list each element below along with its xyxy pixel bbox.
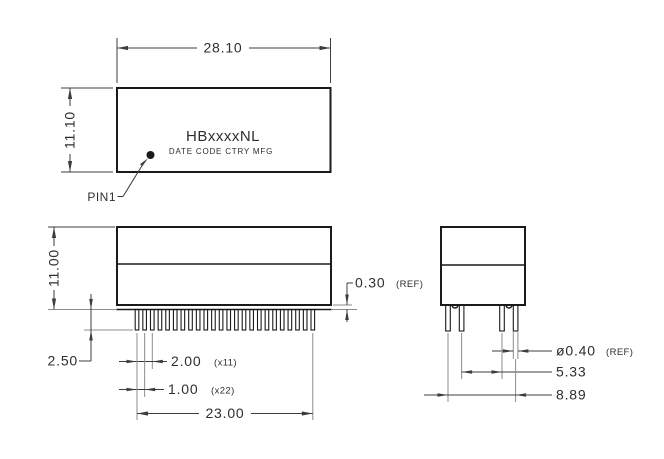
- dim-pitch-1mm: 1.00 (x22): [119, 333, 235, 397]
- dim-pitch-1mm-count: (x22): [211, 386, 235, 397]
- arrowhead: [89, 330, 93, 341]
- pin: [279, 308, 285, 331]
- pin: [157, 308, 163, 331]
- front-view-body-outline: [116, 226, 332, 306]
- pin: [499, 304, 505, 332]
- top-view: HBxxxxNL DATE CODE CTRY MFG PIN1 28.10 1…: [61, 38, 332, 204]
- arrowhead: [67, 161, 73, 172]
- pin: [310, 308, 316, 331]
- dim-top-width: 28.10: [116, 38, 331, 83]
- pin: [512, 304, 519, 332]
- pin1-dot: [146, 151, 155, 159]
- arrowhead: [51, 298, 57, 310]
- dim-standoff-ref: (REF): [396, 279, 423, 290]
- side-view-body-outline: [440, 226, 526, 306]
- side-pin-row: [445, 304, 519, 332]
- arrowhead: [515, 393, 527, 397]
- pin: [188, 308, 193, 331]
- dim-front-height: 11.00: [46, 226, 115, 310]
- pin: [180, 308, 186, 331]
- arrowhead: [345, 294, 349, 305]
- arrowhead: [51, 227, 57, 238]
- arrowhead: [437, 393, 448, 397]
- arrowhead: [67, 88, 73, 99]
- arrowhead: [126, 359, 137, 364]
- dim-front-height-value: 11.00: [46, 249, 62, 287]
- dim-pitch-2mm-count: (x11): [214, 358, 237, 369]
- arrowhead: [117, 45, 128, 51]
- dim-pin-diameter-value: ø0.40: [556, 343, 596, 359]
- dim-pin-length-value: 2.50: [48, 353, 78, 369]
- pin: [272, 308, 277, 331]
- dim-pitch-1mm-value: 1.00: [168, 381, 198, 397]
- pin: [172, 308, 178, 331]
- arrowhead: [301, 411, 313, 416]
- arrowhead: [319, 45, 331, 51]
- marking-line-label: DATE CODE CTRY MFG: [169, 147, 273, 156]
- arrowhead: [491, 370, 502, 374]
- pin: [134, 308, 140, 331]
- pin: [211, 308, 216, 331]
- dim-row-spacing-outer: 8.89: [424, 333, 586, 403]
- dim-top-width-value: 28.10: [203, 40, 242, 56]
- dim-pin-span-value: 23.00: [205, 405, 244, 421]
- pin: [195, 308, 201, 331]
- pin: [226, 308, 232, 331]
- pin: [149, 308, 155, 331]
- dim-pitch-2mm-value: 2.00: [171, 353, 201, 369]
- dim-pitch-2mm: 2.00 (x11): [119, 333, 237, 369]
- arrowhead: [461, 370, 473, 374]
- dim-row-spacing-outer-value: 8.89: [556, 387, 586, 403]
- pin: [445, 304, 451, 332]
- pin1-label: PIN1: [87, 190, 116, 204]
- pin: [165, 308, 170, 331]
- pin: [218, 308, 224, 331]
- arrowhead: [89, 299, 93, 310]
- arrowhead: [345, 309, 349, 320]
- pin: [142, 308, 147, 331]
- front-view: 11.00 2.50 2.00 (x11) 1.00: [46, 226, 423, 421]
- front-pin-row: [134, 308, 316, 331]
- pin: [458, 304, 465, 332]
- dim-pin-length: 2.50: [48, 294, 93, 369]
- arrowhead: [137, 411, 148, 416]
- dim-pin-diameter: ø0.40 (REF): [492, 331, 633, 359]
- pin: [302, 308, 308, 331]
- pin: [287, 308, 293, 331]
- pin: [241, 308, 247, 331]
- dim-pin-span: 23.00: [136, 333, 314, 421]
- pin: [203, 308, 209, 331]
- pin-shoulder-arc: [505, 304, 513, 309]
- dim-top-height: 11.10: [61, 87, 113, 173]
- dim-pin-diameter-ref: (REF): [606, 347, 633, 358]
- pin: [249, 308, 255, 331]
- dim-standoff: 0.30 (REF): [333, 275, 423, 322]
- pin: [295, 308, 300, 331]
- dim-top-height-value: 11.10: [62, 111, 78, 149]
- dim-standoff-value: 0.30: [355, 275, 385, 291]
- pin: [234, 308, 239, 331]
- part-number-label: HBxxxxNL: [186, 128, 260, 145]
- pin: [264, 308, 270, 331]
- arrowhead: [126, 387, 137, 392]
- pin1-leader-line: [122, 164, 143, 197]
- pin1-leader-arrowhead: [140, 158, 148, 167]
- dim-row-spacing-inner-value: 5.33: [556, 364, 586, 380]
- pin: [256, 308, 262, 331]
- pin-shoulder-arc: [451, 304, 459, 309]
- arrowhead: [502, 349, 514, 353]
- side-view: ø0.40 (REF) 5.33 8.89: [424, 226, 633, 403]
- dim-row-spacing-inner: 5.33: [461, 333, 586, 380]
